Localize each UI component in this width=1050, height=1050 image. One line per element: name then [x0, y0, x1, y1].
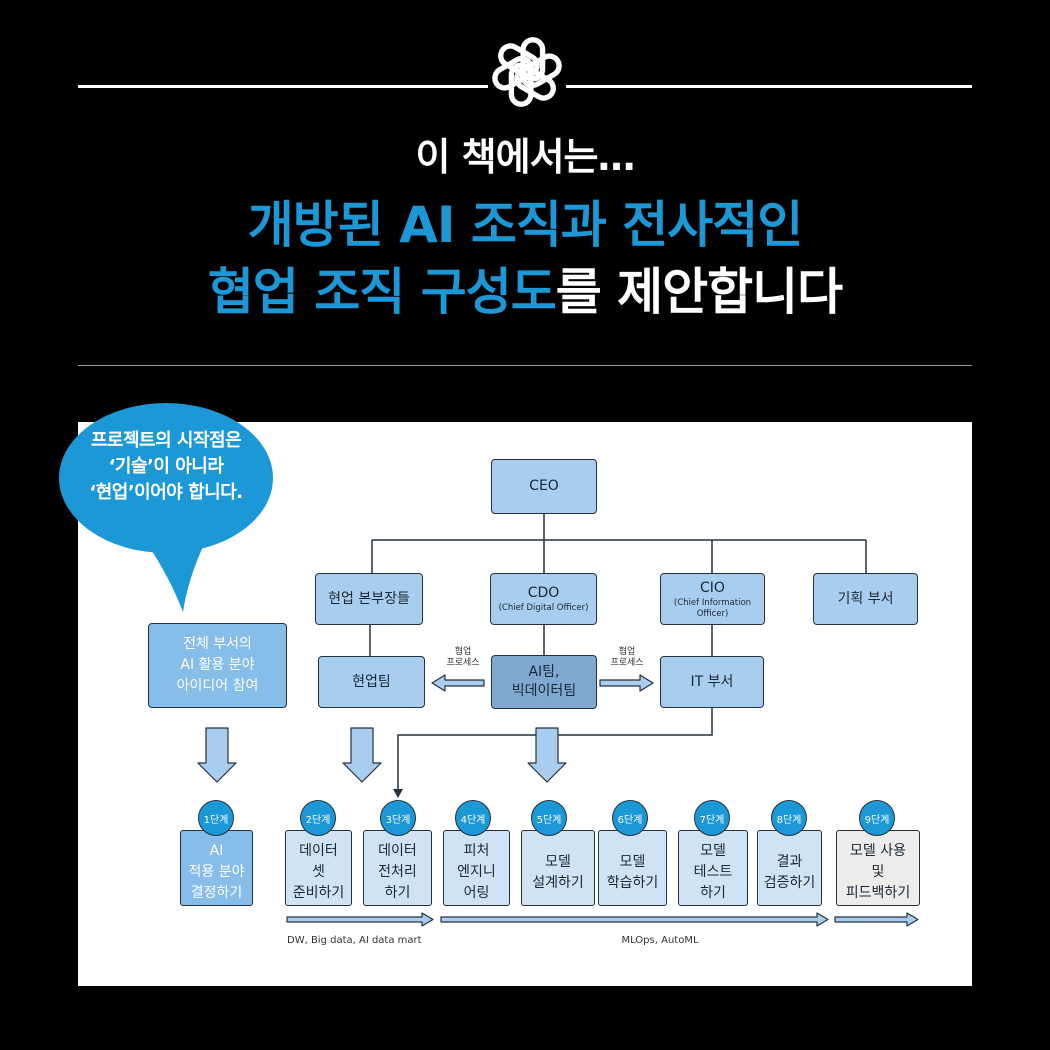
stage-7-box: 모델 테스트 하기 — [678, 830, 748, 906]
phase-label-data: DW, Big data, AI data mart — [287, 935, 422, 946]
ai-team-label-line2: 빅데이터팀 — [511, 683, 577, 699]
cdo-box: CDO (Chief Digital Officer) — [490, 573, 597, 625]
phase-arrow-feedback — [834, 912, 919, 927]
speech-bubble-tail — [148, 540, 206, 612]
stage-8-line1: 결과 — [776, 853, 803, 870]
collab-arrow-right — [599, 674, 654, 692]
stage-3-line3: 하기 — [384, 885, 411, 901]
down-arrow-ideas — [197, 727, 237, 783]
stage-4-line3: 어링 — [463, 885, 490, 901]
cio-subtitle: (Chief Information Officer) — [673, 597, 752, 619]
ai-team-label-line1: AI팀, — [528, 664, 560, 680]
stage-1-line2: 적용 분야 — [188, 864, 245, 880]
stage-8-line2: 검증하기 — [763, 874, 816, 891]
stage-4-badge: 4단계 — [455, 800, 491, 836]
headline-intro: 이 책에서는… — [415, 135, 635, 179]
stage-9-box: 모델 사용 및 피드백하기 — [836, 830, 920, 906]
stage-1-box: AI 적용 분야 결정하기 — [180, 830, 253, 906]
stage-1-line1: AI — [209, 843, 224, 859]
planning-label: 기획 부서 — [837, 590, 894, 607]
collab-label-left-line1: 협업 — [454, 647, 472, 657]
stage-5-line2: 설계하기 — [532, 874, 584, 891]
stage-1-badge: 1단계 — [198, 800, 234, 836]
cdo-subtitle: (Chief Digital Officer) — [498, 603, 589, 613]
it-dept-box: IT 부서 — [660, 656, 764, 708]
stage-2-badge: 2단계 — [300, 800, 336, 836]
ceo-box: CEO — [491, 459, 597, 514]
business-team-label: 현업팀 — [352, 673, 391, 690]
stage-1-line3: 결정하기 — [190, 885, 243, 901]
headline-highlight: 협업 조직 구성도 — [207, 263, 557, 321]
down-arrow-business-team — [342, 727, 382, 783]
all-departments-line3: 아이디어 참여 — [176, 678, 259, 694]
stage-9-badge: 9단계 — [859, 800, 895, 836]
cio-box: CIO (Chief Information Officer) — [660, 573, 765, 625]
stage-9-line1: 모델 사용 — [850, 843, 906, 859]
stage-7-line3: 하기 — [700, 885, 726, 901]
top-rule-right — [566, 85, 972, 88]
collab-label-left-line2: 프로세스 — [446, 658, 480, 668]
stage-5-line1: 모델 — [545, 853, 571, 870]
stage-7-line1: 모델 — [700, 843, 726, 859]
stage-3-line1: 데이터 — [378, 843, 417, 859]
stage-6-line2: 학습하기 — [606, 874, 659, 891]
collab-label-right-line1: 협업 — [618, 647, 636, 657]
speech-bubble-line3: ‘현업’이어야 합니다. — [89, 482, 243, 503]
stage-6-line1: 모델 — [619, 853, 646, 870]
stage-7-line2: 테스트 — [693, 864, 733, 880]
top-rule-left — [78, 85, 488, 88]
knot-logo-icon — [492, 37, 562, 107]
stage-2-line1: 데이터 — [299, 843, 338, 859]
phase-arrow-mlops — [440, 912, 829, 927]
section-divider — [78, 365, 972, 366]
speech-bubble-text: 프로젝트의 시작점은 ‘기술’이 아니라 ‘현업’이어야 합니다. — [60, 428, 272, 506]
collab-label-left: 협업 프로세스 — [433, 647, 493, 669]
it-dept-label: IT 부서 — [690, 673, 734, 690]
collab-label-right-line2: 프로세스 — [610, 658, 644, 668]
headline-main-line1: 개방된 AI 조직과 전사적인 — [247, 196, 804, 254]
stage-3-badge: 3단계 — [380, 800, 416, 836]
down-arrow-ai-team — [527, 727, 567, 783]
speech-bubble-body — [59, 403, 273, 553]
ceo-label: CEO — [529, 478, 559, 494]
stage-6-box: 모델 학습하기 — [598, 830, 667, 906]
stage-2-line3: 준비하기 — [292, 885, 345, 901]
stage-5-badge: 5단계 — [531, 800, 567, 836]
phase-arrow-data — [286, 912, 434, 927]
stage-2-line2: 셋 — [312, 864, 325, 880]
cdo-title: CDO — [527, 585, 560, 601]
phase-label-mlops: MLOps, AutoML — [621, 935, 699, 946]
ai-team-box: AI팀, 빅데이터팀 — [491, 655, 597, 709]
all-departments-line2: AI 활용 분야 — [180, 657, 255, 673]
collab-label-right: 협업 프로세스 — [597, 647, 657, 669]
stage-9-line3: 피드백하기 — [845, 885, 911, 901]
collab-arrow-left — [431, 674, 485, 692]
stage-4-box: 피처 엔지니 어링 — [443, 830, 510, 906]
all-departments-line1: 전체 부서의 — [183, 636, 252, 652]
speech-bubble-line1: 프로젝트의 시작점은 — [90, 430, 242, 451]
business-heads-box: 현업 본부장들 — [315, 573, 423, 625]
headline-suffix: 를 제안합니다 — [555, 263, 843, 321]
all-departments-box: 전체 부서의 AI 활용 분야 아이디어 참여 — [148, 623, 287, 708]
headline-main-line2: 협업 조직 구성도를 제안합니다 — [0, 262, 1050, 322]
stage-4-line2: 엔지니 — [457, 864, 496, 880]
stage-9-line2: 및 — [871, 864, 885, 880]
stage-8-box: 결과 검증하기 — [757, 830, 822, 906]
stage-4-line1: 피처 — [463, 843, 490, 859]
stage-5-box: 모델 설계하기 — [521, 830, 595, 906]
stage-2-box: 데이터 셋 준비하기 — [285, 830, 352, 906]
stage-3-line2: 전처리 — [378, 864, 417, 880]
stage-6-badge: 6단계 — [612, 800, 648, 836]
business-team-box: 현업팀 — [318, 656, 425, 708]
stage-7-badge: 7단계 — [694, 800, 730, 836]
business-heads-label: 현업 본부장들 — [328, 590, 410, 607]
cio-title: CIO — [700, 579, 725, 596]
it-to-stage3-arrowhead — [393, 789, 403, 798]
stage-8-badge: 8단계 — [771, 800, 807, 836]
speech-bubble-line2: ‘기술’이 아니라 — [108, 456, 224, 477]
planning-box: 기획 부서 — [813, 573, 918, 625]
